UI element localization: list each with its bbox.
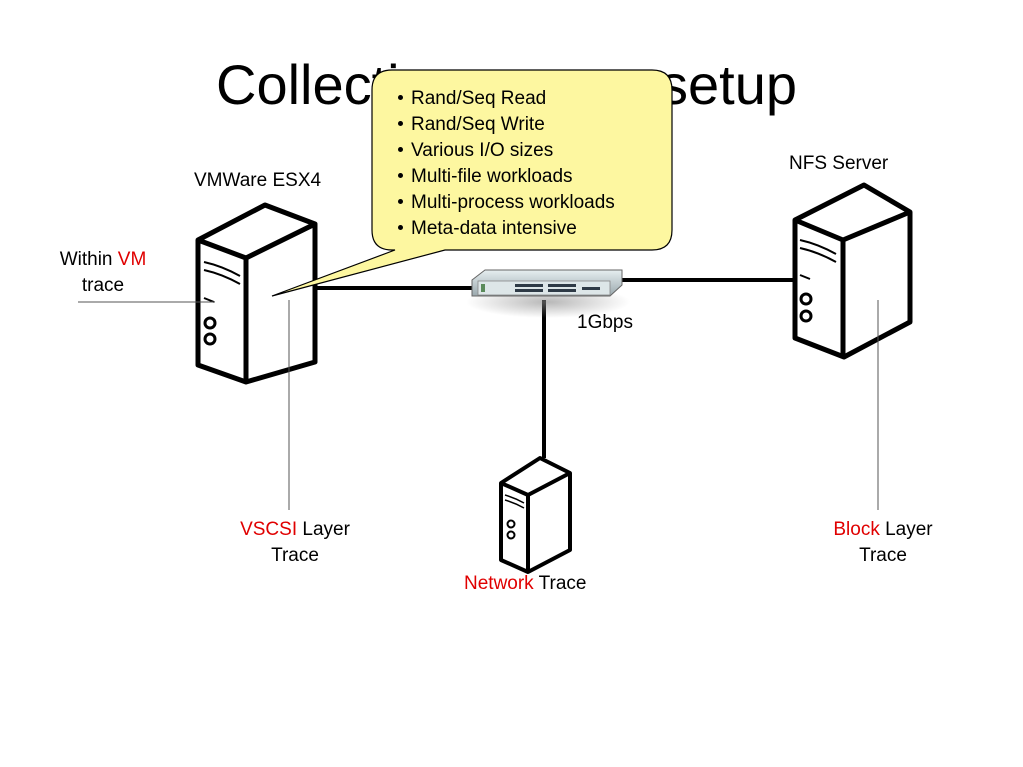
vscsi-line2: Trace <box>271 545 319 566</box>
block-highlight: Block <box>833 519 880 540</box>
callout-item: Multi-process workloads <box>398 190 615 216</box>
bullet-icon <box>398 173 403 179</box>
bullet-icon <box>398 199 403 205</box>
callout-item: Various I/O sizes <box>398 138 615 164</box>
nfs-server-label: NFS Server <box>789 153 889 174</box>
network-highlight: Network <box>464 573 534 594</box>
callout-list: Rand/Seq Read Rand/Seq Write Various I/O… <box>398 86 615 242</box>
bullet-icon <box>398 121 403 127</box>
vscsi-rest: Layer <box>302 519 350 540</box>
callout-item: Meta-data intensive <box>398 216 615 242</box>
vscsi-trace-label: VSCSI Layer Trace <box>205 517 385 569</box>
bullet-icon <box>398 225 403 231</box>
esx-label: VMWare ESX4 <box>194 170 322 191</box>
network-trace-label: Network Trace <box>464 571 587 597</box>
within-prefix: Within <box>59 249 113 270</box>
nfs-server-icon <box>792 182 913 360</box>
block-line2: Trace <box>859 545 907 566</box>
callout-item: Multi-file workloads <box>398 164 615 190</box>
client-server-icon <box>499 456 572 574</box>
title-right: setup <box>660 53 797 116</box>
callout-item: Rand/Seq Read <box>398 86 615 112</box>
vscsi-highlight: VSCSI <box>240 519 298 540</box>
callout-bubble <box>271 69 673 297</box>
network-rest: Trace <box>538 573 587 594</box>
within-highlight: VM <box>117 249 147 270</box>
title-left: Collecti <box>216 53 400 116</box>
leader-lines <box>78 300 879 510</box>
block-trace-label: Block Layer Trace <box>800 517 966 569</box>
within-suffix: trace <box>81 275 125 296</box>
bullet-icon <box>398 147 403 153</box>
esx-server-icon <box>195 202 318 385</box>
switch-icon <box>466 269 630 318</box>
bullet-icon <box>398 95 403 101</box>
callout-item: Rand/Seq Write <box>398 112 615 138</box>
link-speed-label: 1Gbps <box>577 312 633 333</box>
cables <box>312 278 795 458</box>
block-rest: Layer <box>885 519 933 540</box>
within-vm-label: Within VM trace <box>30 247 176 299</box>
